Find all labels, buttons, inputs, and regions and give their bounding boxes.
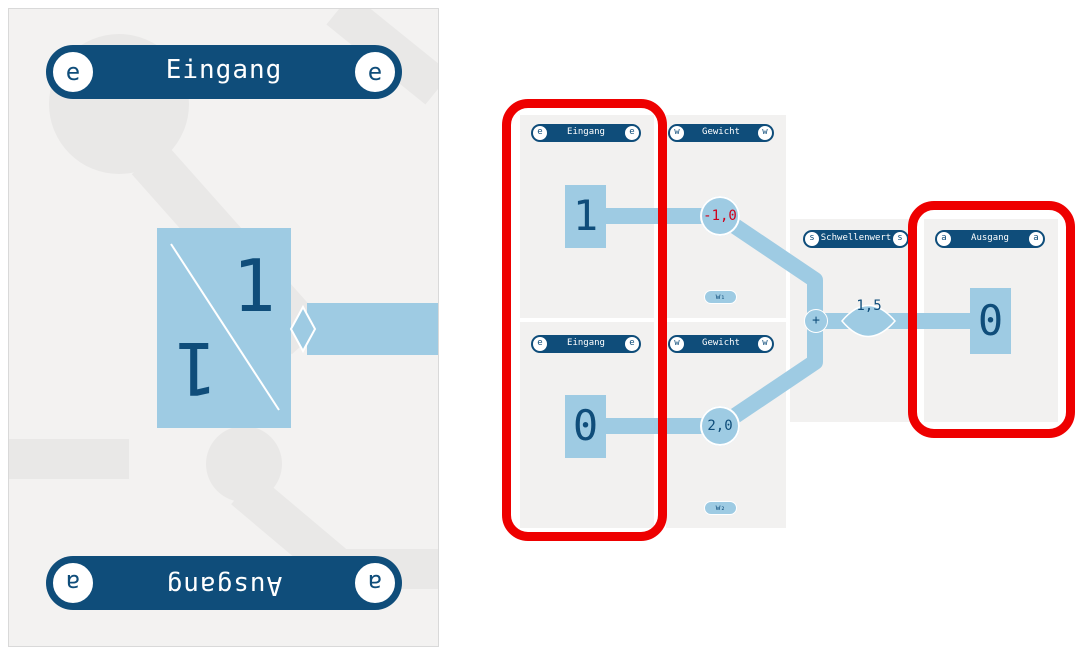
- port-letter: e: [629, 127, 635, 137]
- port-right[interactable]: s: [892, 231, 908, 247]
- weight1-node: -1,0: [700, 196, 740, 236]
- input2-value-box: 0: [565, 395, 606, 458]
- weight-value: 2,0: [707, 418, 733, 434]
- port-letter: e: [537, 338, 543, 348]
- sum-node: +: [804, 309, 828, 333]
- port-right[interactable]: a: [1028, 231, 1044, 247]
- port-left[interactable]: a: [936, 231, 952, 247]
- card-title: Eingang: [165, 55, 283, 85]
- port-right[interactable]: e: [353, 50, 397, 94]
- divider-line: [170, 243, 280, 411]
- port-letter: a: [1033, 233, 1039, 243]
- port-letter: w: [762, 338, 768, 348]
- sum-symbol: +: [812, 313, 820, 328]
- weight1-header: w Gewicht w: [668, 124, 774, 142]
- value-box: 1 1: [157, 228, 291, 428]
- port-left[interactable]: e: [51, 50, 95, 94]
- port-left[interactable]: e: [532, 125, 548, 141]
- input2-header: e Eingang e: [531, 335, 641, 353]
- card-title: Eingang: [567, 338, 605, 348]
- port-letter: e: [367, 58, 383, 86]
- card-title: Ausgang: [971, 233, 1009, 243]
- port-letter: s: [897, 233, 903, 243]
- weight2-node: 2,0: [700, 406, 740, 446]
- threshold-header: s Schwellenwert s: [803, 230, 909, 248]
- output-value-box: 0: [970, 288, 1011, 354]
- weight-tag-label: w₁: [715, 292, 726, 301]
- port-left[interactable]: s: [804, 231, 820, 247]
- port-left[interactable]: w: [669, 125, 685, 141]
- top-label-bar: e Eingang e: [46, 45, 402, 99]
- value-digit: 0: [572, 401, 599, 450]
- card-title: Schwellenwert: [820, 233, 892, 243]
- port-left[interactable]: e: [532, 336, 548, 352]
- input1-header: e Eingang e: [531, 124, 641, 142]
- value-digit: 0: [977, 296, 1004, 345]
- input1-value-box: 1: [565, 185, 606, 248]
- port-right[interactable]: e: [624, 125, 640, 141]
- output-header: a Ausgang a: [935, 230, 1045, 248]
- port-letter: e: [537, 127, 543, 137]
- output-connector: [289, 303, 438, 355]
- weight1-tag: w₁: [704, 290, 737, 304]
- port-letter: e: [65, 58, 81, 86]
- threshold-value: 1,5: [856, 298, 882, 314]
- port-right[interactable]: w: [757, 125, 773, 141]
- value-digit: 1: [232, 244, 276, 328]
- card-title: Gewicht: [702, 338, 740, 348]
- big-input-card: e Eingang e 1 1 a Ausgang a: [8, 8, 439, 647]
- port-right[interactable]: w: [757, 336, 773, 352]
- port-letter: e: [629, 338, 635, 348]
- weight2-header: w Gewicht w: [668, 335, 774, 353]
- weight-tag-label: w₂: [715, 503, 726, 512]
- highlight-inputs: [502, 99, 667, 541]
- port-letter: w: [674, 338, 680, 348]
- port-left[interactable]: w: [669, 336, 685, 352]
- value-digit: 1: [572, 191, 599, 240]
- weight2-tag: w₂: [704, 501, 737, 515]
- weight-value: -1,0: [703, 208, 737, 224]
- highlight-output: [908, 201, 1075, 438]
- card-title: Eingang: [567, 127, 605, 137]
- port-letter: a: [941, 233, 947, 243]
- port-letter: s: [809, 233, 815, 243]
- port-letter: w: [762, 127, 768, 137]
- port-letter: w: [674, 127, 680, 137]
- card-title: Gewicht: [702, 127, 740, 137]
- port-right[interactable]: e: [624, 336, 640, 352]
